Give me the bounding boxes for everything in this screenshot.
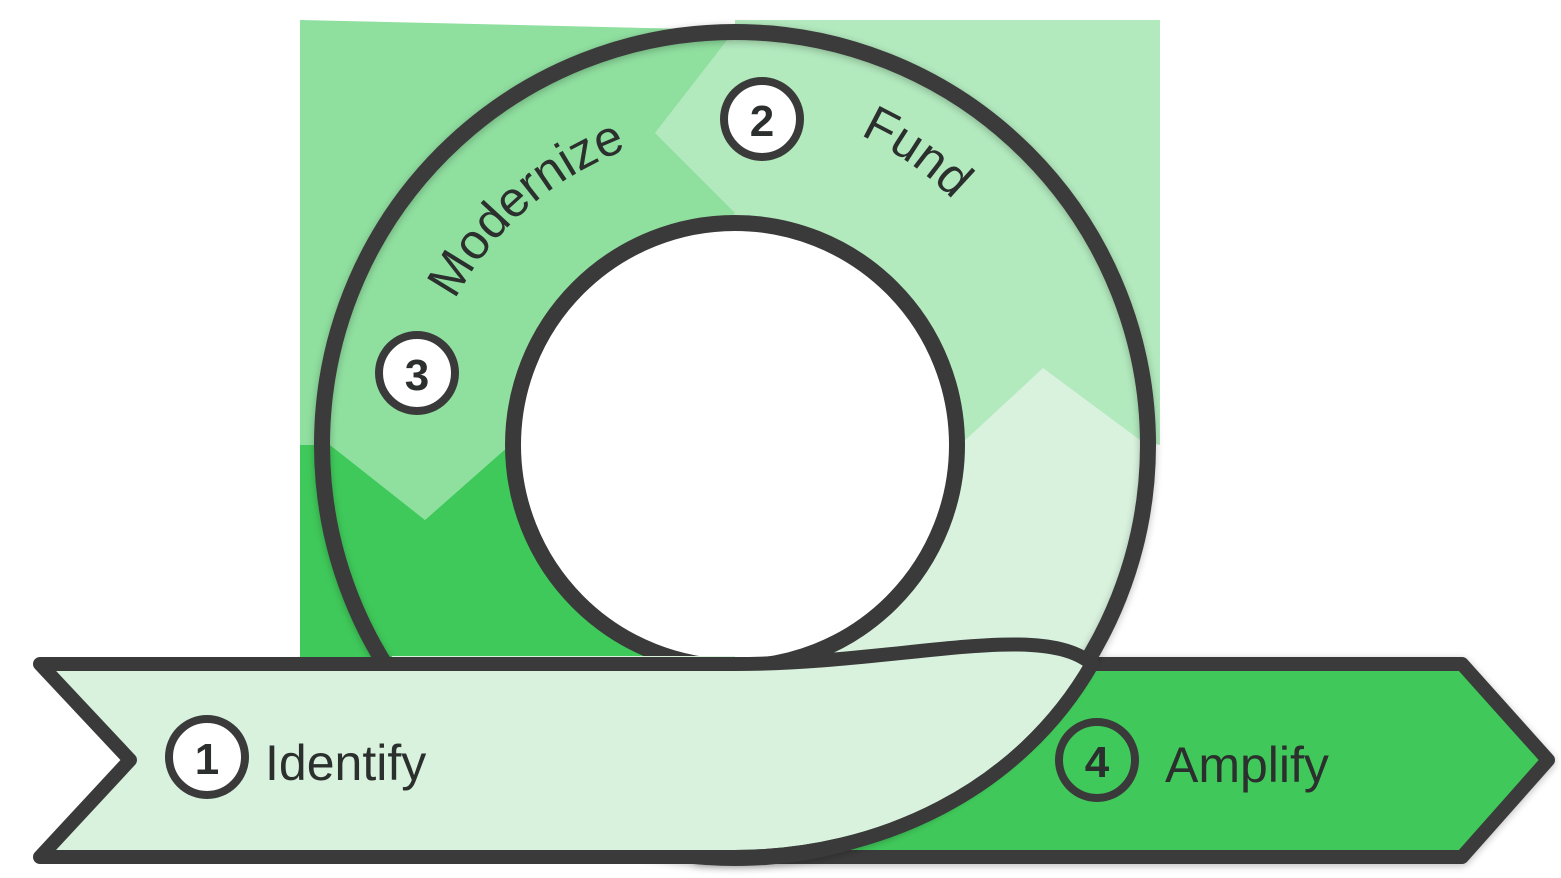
step-2-number: 2 bbox=[750, 97, 774, 146]
step-3-number: 3 bbox=[405, 351, 429, 400]
step-amplify: 4 Amplify bbox=[1055, 718, 1329, 802]
step-4-number: 4 bbox=[1085, 738, 1110, 787]
step-identify: 1 Identify bbox=[165, 715, 426, 799]
ring-inner-outline bbox=[505, 215, 965, 675]
numbered-circle-icon bbox=[1055, 718, 1139, 802]
step-1-number: 1 bbox=[195, 735, 219, 784]
numbered-circle-icon bbox=[165, 715, 249, 799]
numbered-circle-icon bbox=[375, 331, 459, 415]
step-1-label: Identify bbox=[265, 735, 426, 791]
numbered-circle-icon bbox=[720, 77, 804, 161]
step-4-label: Amplify bbox=[1165, 737, 1329, 793]
